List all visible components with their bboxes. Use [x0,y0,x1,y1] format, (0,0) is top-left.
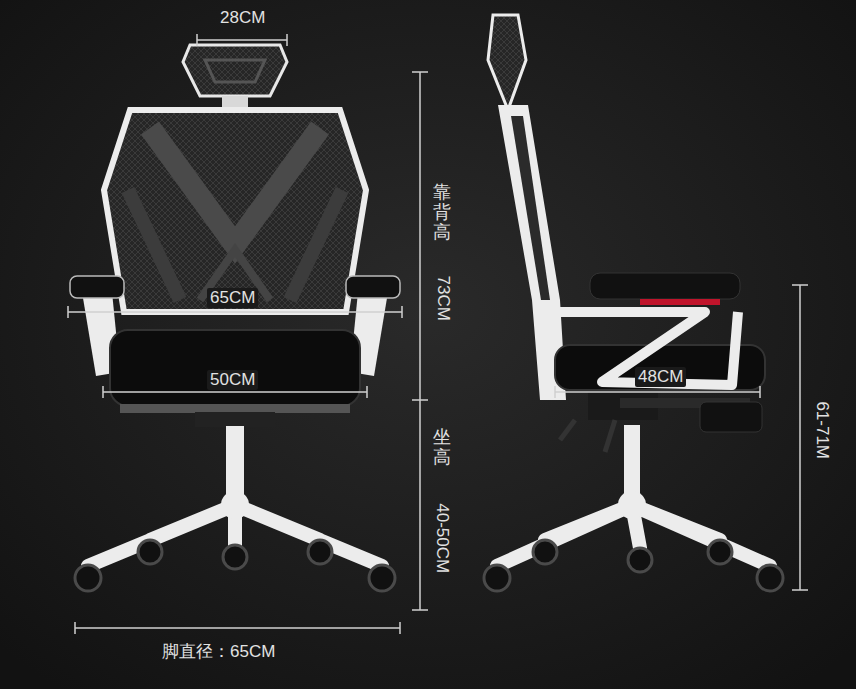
front-chair [70,45,400,591]
side-chair [618,491,646,519]
dimension-line [197,34,287,46]
dimension-label: 65CM [207,288,258,308]
front-chair [104,110,366,312]
dimension-label: 73CM [432,276,452,321]
dimension-label: 坐高 [433,428,451,468]
side-chair [757,565,783,591]
front-chair [75,565,101,591]
front-chair [195,412,275,427]
side-chair [700,402,762,432]
front-chair [223,545,247,569]
front-chair [221,491,249,519]
dimension-line [555,386,760,398]
side-chair [484,565,510,591]
side-chair [533,540,557,564]
side-chair [624,425,640,497]
dimension-label: 靠背高 [433,183,451,242]
front-chair [369,565,395,591]
dimension-label: 脚直径：65CM [162,642,275,662]
side-chair [590,273,740,299]
dimension-label: 50CM [207,370,258,390]
front-chair [308,540,332,564]
front-chair [346,276,400,298]
side-chair [488,15,526,110]
dimension-label: 28CM [220,8,265,28]
dimension-line [75,622,400,634]
side-chair [628,548,652,572]
side-chair [708,540,732,564]
front-chair [128,190,342,300]
side-chair [640,299,720,305]
front-chair [205,60,265,82]
side-chair [560,420,615,452]
side-chair [484,15,783,591]
side-chair [511,116,550,300]
front-chair [138,540,162,564]
front-chair [150,128,320,245]
dimension-label: 61-71M [812,401,832,459]
front-chair [226,426,244,498]
dimension-label: 48CM [635,367,686,387]
dimension-line [412,72,428,610]
dimension-label: 40-50CM [432,503,452,573]
front-chair [70,276,124,298]
front-chair [120,404,350,413]
front-chair [110,330,360,406]
dimension-line [68,34,808,634]
dimension-line [792,285,808,590]
front-chair [183,45,287,96]
